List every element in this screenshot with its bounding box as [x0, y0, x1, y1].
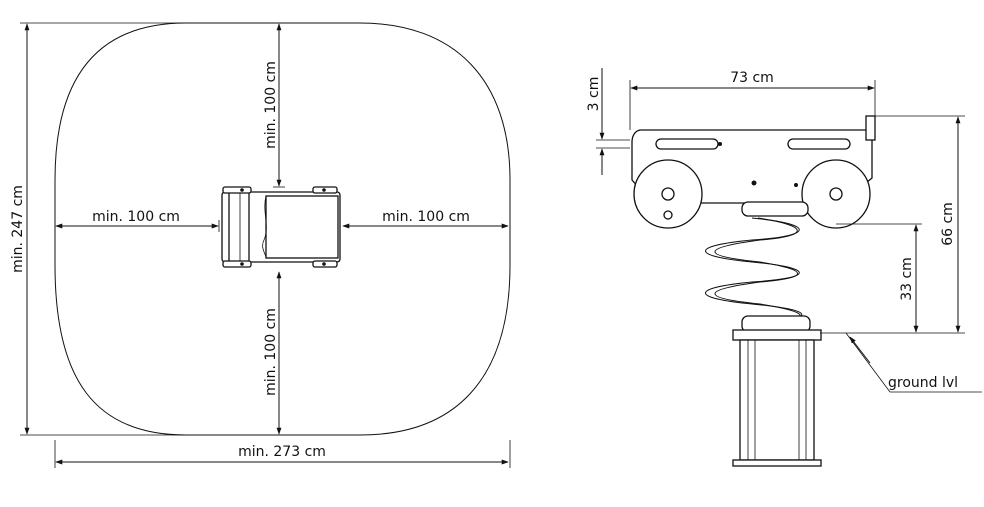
equipment-top-view: [221, 186, 341, 268]
plan-view: min. 273 cm min. 247 cm min. 100 cm min.…: [10, 22, 511, 468]
seat-height-label: 33 cm: [899, 257, 915, 301]
wheel-right: [801, 159, 871, 229]
height-label: min. 247 cm: [10, 185, 26, 273]
seat-length-label: 73 cm: [730, 70, 774, 86]
ground-level-label: ground lvl: [888, 375, 958, 391]
clearance-right-label: min. 100 cm: [382, 209, 470, 225]
ground-post: [732, 329, 822, 467]
width-label: min. 273 cm: [238, 444, 326, 460]
side-view: 73 cm 3 cm: [586, 68, 982, 467]
spring: [705, 201, 811, 333]
clearance-left-label: min. 100 cm: [92, 209, 180, 225]
seat-thickness-label: 3 cm: [586, 77, 602, 112]
clearance-top-label: min. 100 cm: [263, 61, 279, 149]
clearance-bottom-label: min. 100 cm: [263, 308, 279, 396]
safety-zone-outline: [54, 22, 511, 436]
wheel-left: [633, 159, 703, 229]
total-height-label: 66 cm: [940, 202, 956, 246]
